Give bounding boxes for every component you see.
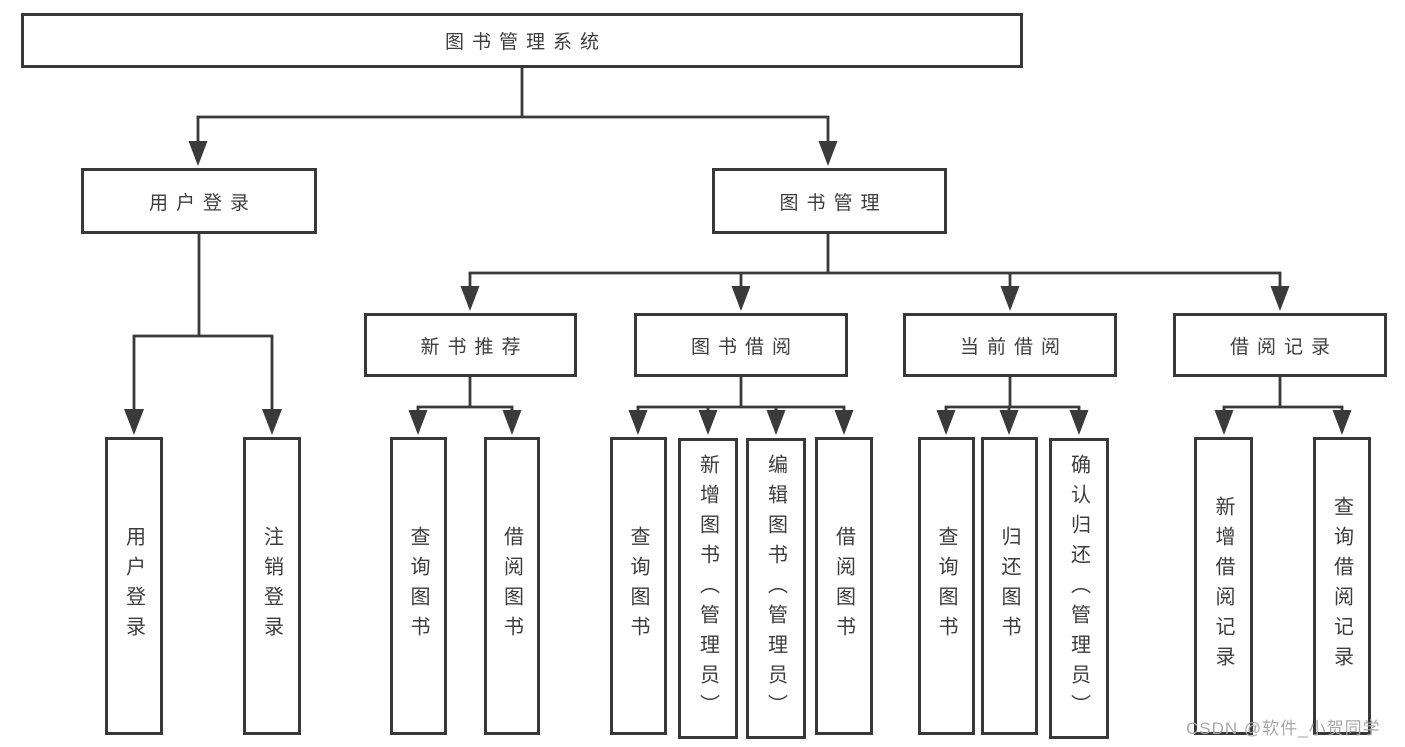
leaf-return-books: 归还图书: [981, 437, 1038, 735]
leaf-logout: 注销登录: [243, 437, 301, 735]
leaf-user-login: 用户登录: [105, 437, 163, 735]
leaf-edit-books-admin: 编辑图书（管理员）: [746, 438, 806, 739]
leaf-add-borrow-record: 新增借阅记录: [1194, 437, 1253, 735]
csdn-watermark: CSDN @软件_小贺同学: [1186, 719, 1381, 738]
node-book-borrow: 图书借阅: [634, 313, 848, 377]
node-book-management: 图书管理: [712, 168, 947, 234]
leaf-confirm-return-admin: 确认归还（管理员）: [1049, 438, 1109, 739]
node-new-book-recommend: 新书推荐: [364, 313, 577, 377]
node-borrow-record: 借阅记录: [1173, 313, 1387, 377]
leaf-current-query-books: 查询图书: [918, 437, 975, 735]
node-current-borrow: 当前借阅: [903, 313, 1117, 377]
leaf-query-borrow-record: 查询借阅记录: [1313, 437, 1371, 735]
leaf-borrow-query-books: 查询图书: [610, 437, 667, 735]
leaf-newbook-borrow-books: 借阅图书: [484, 437, 540, 735]
node-user-login: 用户登录: [81, 168, 317, 234]
leaf-borrow-books: 借阅图书: [815, 437, 873, 735]
node-root: 图书管理系统: [21, 13, 1023, 68]
leaf-newbook-query-books: 查询图书: [390, 437, 447, 735]
leaf-add-books-admin: 新增图书（管理员）: [678, 438, 738, 739]
